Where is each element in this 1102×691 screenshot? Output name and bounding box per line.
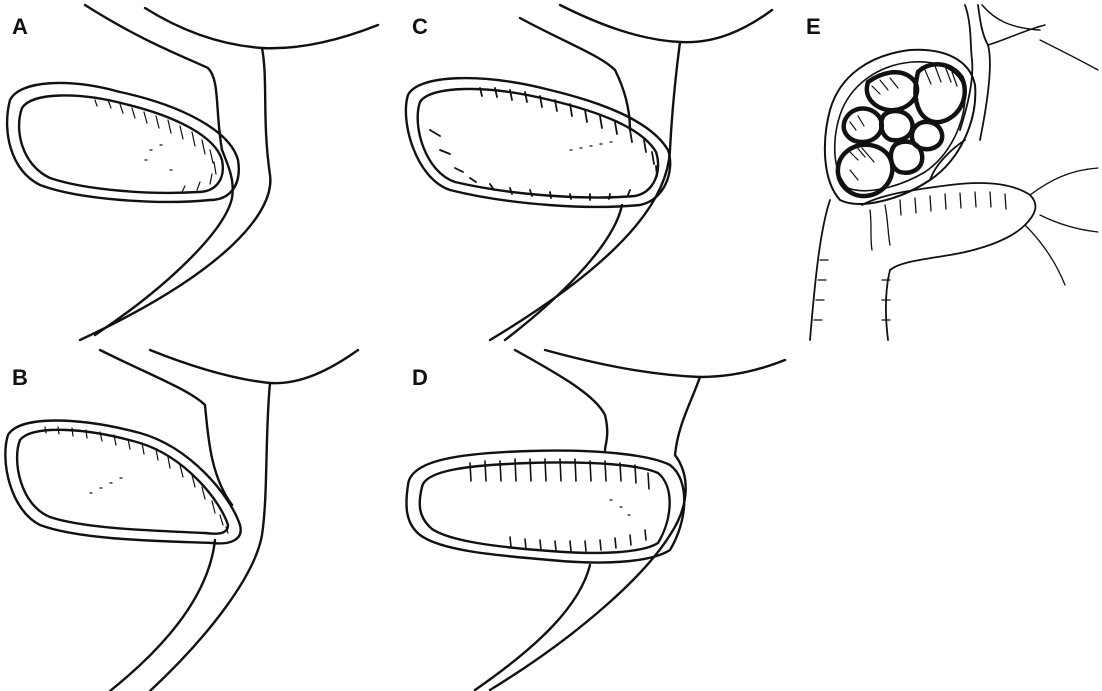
panel-c: C (400, 0, 800, 345)
gallbladder-diagram-d (405, 348, 787, 691)
wall-hatching-b (44, 426, 229, 534)
panel-b-label: B (12, 365, 28, 390)
panel-e-label: E (806, 14, 821, 39)
panel-b: B (0, 345, 400, 691)
gallbladder-diagram-b (4, 348, 360, 691)
gallstones (835, 62, 967, 199)
gallbladder-diagram-a (5, 3, 380, 342)
wall-hatching-a (94, 99, 217, 193)
panel-d: D (400, 345, 800, 691)
gallbladder-stones-diagram-e (809, 4, 1099, 341)
wall-hatching-c (429, 87, 658, 201)
panel-d-label: D (412, 365, 428, 390)
panel-c-label: C (412, 14, 428, 39)
panel-e: E (800, 0, 1102, 345)
panel-a-label: A (12, 14, 28, 39)
panel-a: A (0, 0, 400, 345)
gallbladder-diagram-c (404, 3, 774, 342)
wall-hatching-d (469, 458, 650, 552)
